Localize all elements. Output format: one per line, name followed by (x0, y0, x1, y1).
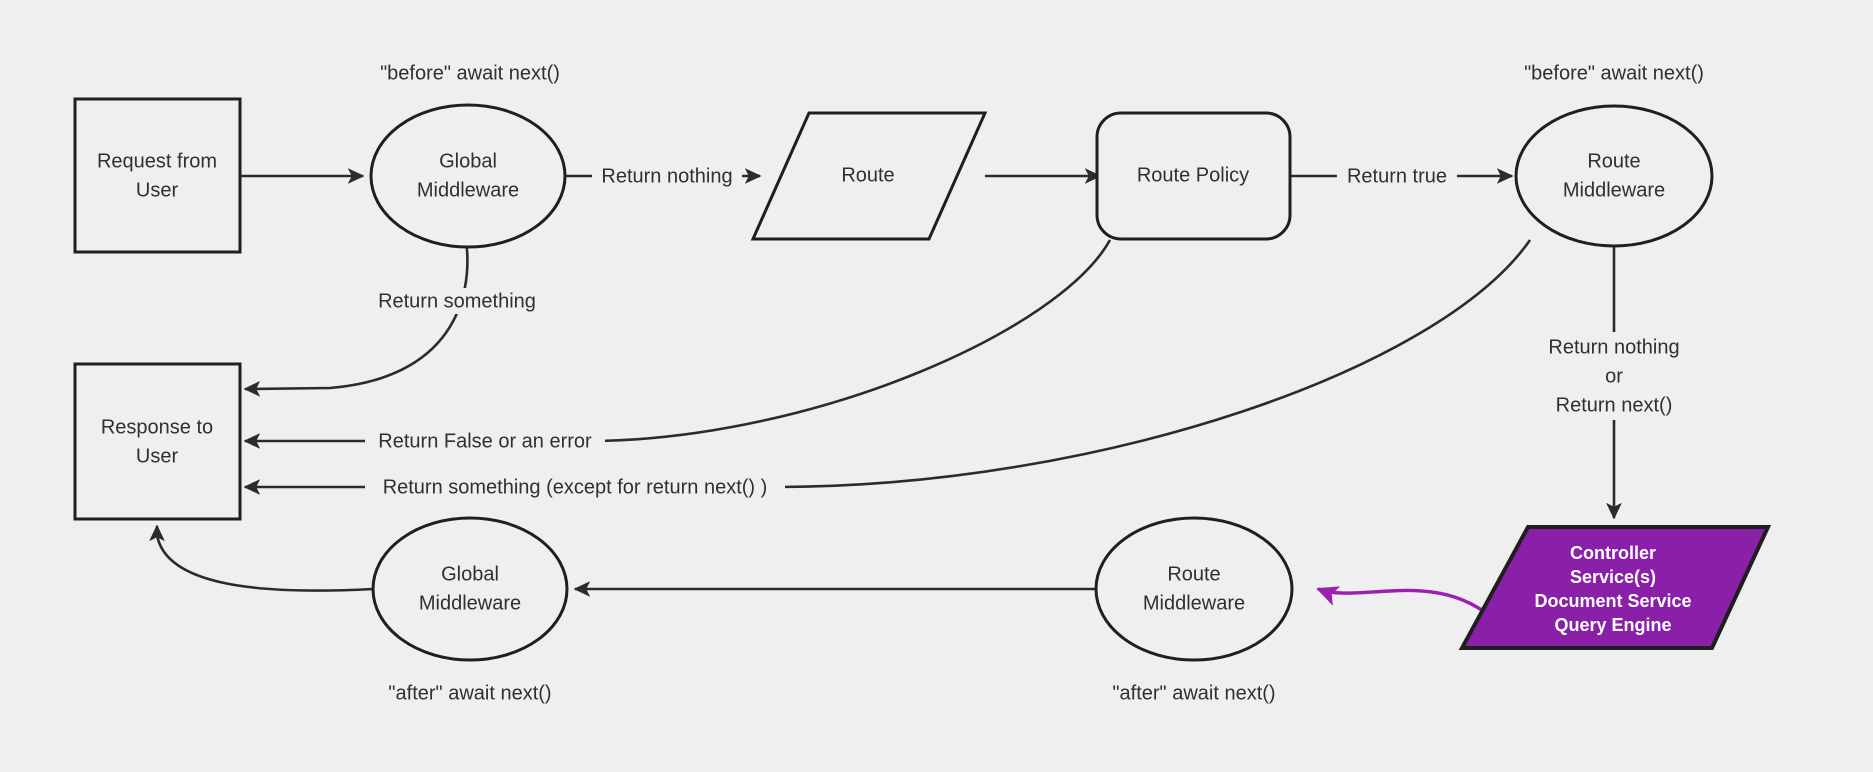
node-route-label: Route (841, 164, 894, 186)
edge-label-return-true: Return true (1337, 163, 1457, 189)
edge-label-return-nothing: Return nothing (592, 163, 742, 189)
edge-label-return-nothing-text: Return nothing (601, 165, 732, 187)
node-controller-line1: Controller (1570, 543, 1656, 563)
edge-label-return-nothing-text-2: Return nothing (1548, 336, 1679, 358)
annotation-after-global: "after" await next() (388, 682, 551, 704)
edge-label-return-nothing-or-next: Return nothing or Return next() (1528, 332, 1706, 420)
edge-label-return-something-except-text: Return something (except for return next… (383, 476, 768, 498)
node-controller-line2: Service(s) (1570, 567, 1656, 587)
edge-label-return-something-text: Return something (378, 290, 536, 312)
node-request-from-user-line1: Request from (97, 150, 217, 172)
edge-controller-to-route-middleware-after (1316, 586, 1502, 627)
node-route[interactable]: Route (750, 111, 988, 241)
node-route-policy[interactable]: Route Policy (1095, 111, 1292, 241)
node-global-middleware-before-line1: Global (439, 150, 497, 172)
edge-label-return-false-or-error-text: Return False or an error (378, 430, 592, 452)
edge-label-return-something-except: Return something (except for return next… (365, 474, 785, 500)
edge-route-middleware-to-response (243, 239, 1532, 495)
node-route-middleware-before-line2: Middleware (1563, 179, 1665, 201)
node-request-from-user[interactable]: Request from User (73, 97, 242, 254)
node-global-middleware-after-line1: Global (441, 563, 499, 585)
node-route-middleware-after-line2: Middleware (1143, 592, 1245, 614)
edge-label-return-false-or-error: Return False or an error (365, 428, 605, 454)
node-route-middleware-before[interactable]: Route Middleware (1514, 104, 1714, 248)
node-route-middleware-after[interactable]: Route Middleware (1094, 516, 1294, 662)
node-controller-line4: Query Engine (1554, 615, 1671, 635)
node-response-to-user-line1: Response to (101, 416, 213, 438)
edge-label-or-text: or (1605, 365, 1623, 387)
annotation-after-route: "after" await next() (1112, 682, 1275, 704)
annotation-before-route: "before" await next() (1524, 62, 1704, 84)
node-controller-line3: Document Service (1534, 591, 1691, 611)
edge-label-return-something: Return something (360, 288, 550, 314)
node-route-middleware-before-line1: Route (1587, 150, 1640, 172)
node-global-middleware-after-line2: Middleware (419, 592, 521, 614)
node-global-middleware-after[interactable]: Global Middleware (371, 516, 569, 662)
node-response-to-user[interactable]: Response to User (73, 362, 242, 521)
node-request-from-user-line2: User (136, 179, 179, 201)
edge-global-middleware-after-to-response (149, 524, 374, 592)
node-route-policy-label: Route Policy (1137, 164, 1249, 186)
annotation-before-global: "before" await next() (380, 62, 560, 84)
node-global-middleware-before[interactable]: Global Middleware (369, 103, 567, 249)
node-global-middleware-before-line2: Middleware (417, 179, 519, 201)
edge-route-policy-to-response (243, 239, 1112, 449)
node-route-middleware-after-line1: Route (1167, 563, 1220, 585)
node-response-to-user-line2: User (136, 445, 179, 467)
node-controller-services[interactable]: Controller Service(s) Document Service Q… (1458, 525, 1772, 650)
edge-global-middleware-to-response (243, 239, 469, 397)
edge-label-return-true-text: Return true (1347, 165, 1447, 187)
edge-label-return-next-text: Return next() (1556, 394, 1673, 416)
